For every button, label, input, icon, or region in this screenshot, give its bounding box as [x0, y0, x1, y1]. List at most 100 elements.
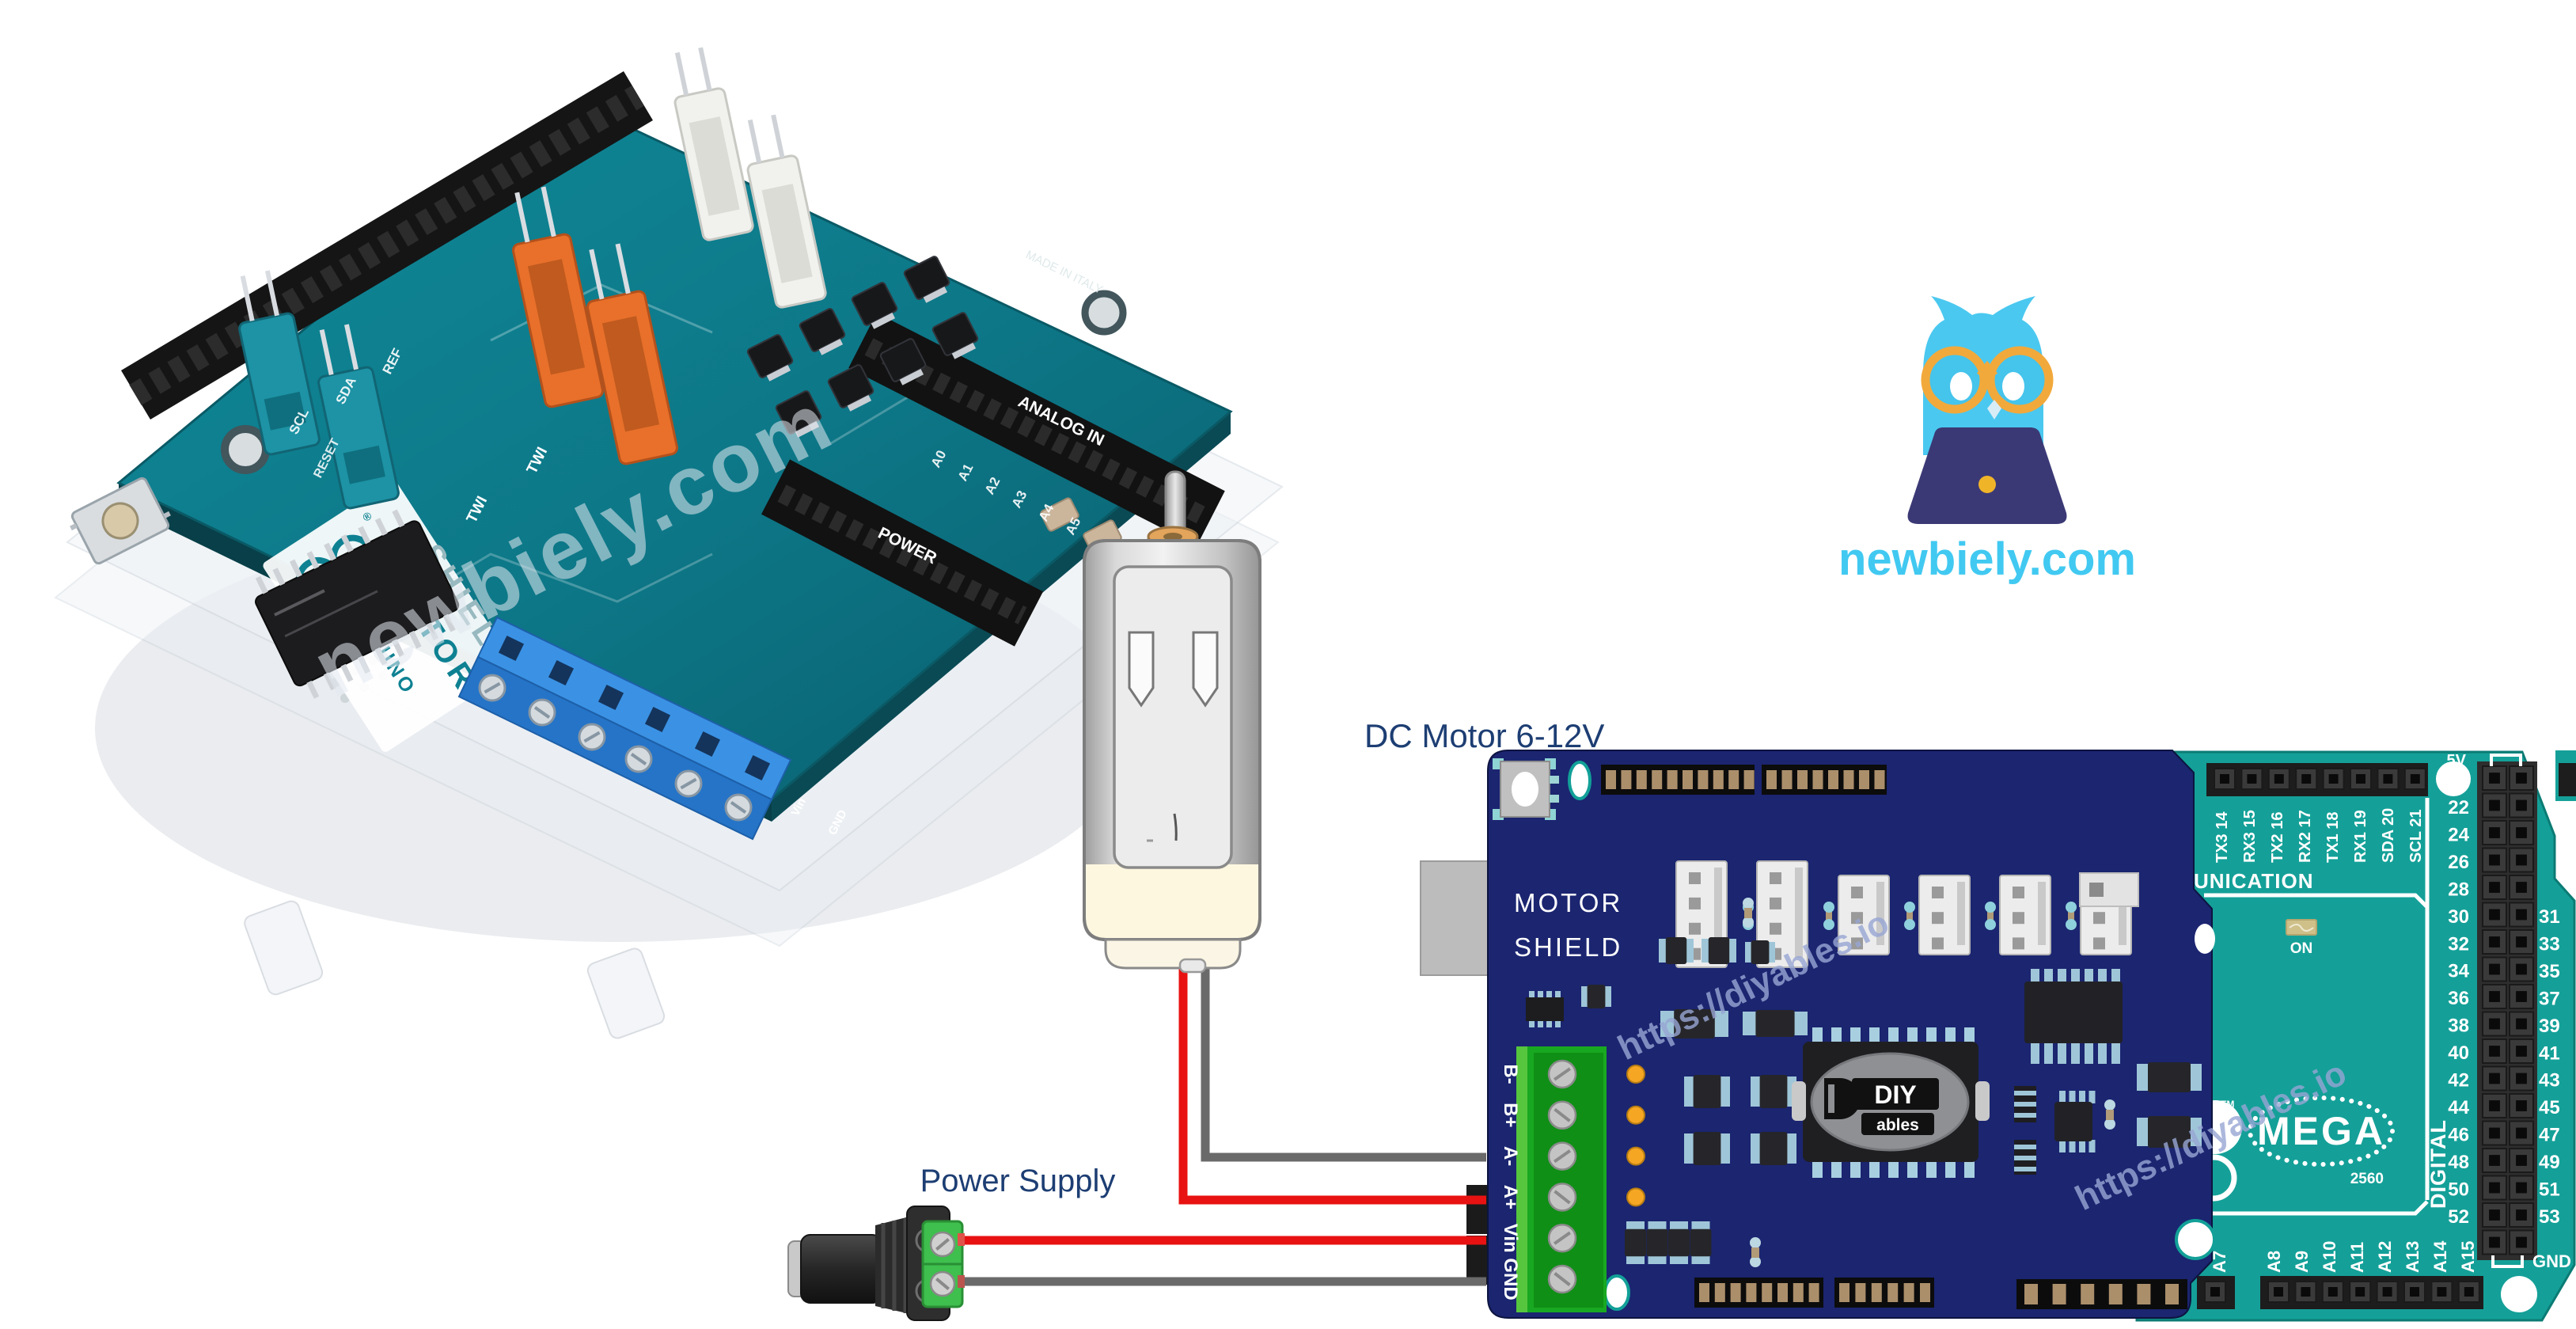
shield-channel-led	[1626, 1065, 1645, 1084]
mega-digital-pin-label: 38	[2448, 1016, 2469, 1037]
mega-digital-pin-label: 24	[2448, 824, 2469, 845]
mega-digital-pin-label: 44	[2448, 1097, 2469, 1118]
mega-analog-pin-label: A13	[2403, 1241, 2422, 1273]
mega-tm-text: TM	[2221, 1099, 2234, 1110]
mega-digital-pin-label: 50	[2448, 1179, 2469, 1200]
mega-digital-pin-label: 41	[2539, 1042, 2560, 1064]
mega-digital-label: DIGITAL	[2426, 1119, 2450, 1209]
mega-digital-pin-label: 33	[2539, 933, 2560, 955]
chip-sub-text: ables	[1876, 1116, 1919, 1134]
mega-analog-pin-label: A12	[2375, 1241, 2395, 1273]
silk-line	[2129, 1200, 2429, 1216]
photo-connector-teal	[317, 324, 400, 510]
photo-connector-white	[746, 114, 827, 309]
mounting-hole	[1081, 290, 1127, 336]
shield-bottom-header	[2016, 1279, 2187, 1309]
power-supply-label: Power Supply	[920, 1164, 1116, 1198]
silk-line	[2204, 893, 2429, 909]
usb-connector-tab	[1420, 860, 1493, 976]
mega-digital-pin-label: 53	[2539, 1206, 2560, 1228]
shield-smd-components	[1526, 898, 2202, 1267]
mega-on-label: ON	[2290, 940, 2313, 957]
mega-digital-pin-label: 47	[2539, 1125, 2560, 1146]
photo-connector-orange	[586, 243, 679, 465]
shield-channel-led	[1626, 1187, 1645, 1207]
usb-connector-top	[2079, 872, 2139, 907]
shield-terminal-label: A-	[1500, 1146, 1521, 1166]
mega-5v-bracket	[2490, 754, 2522, 766]
photo-reset-button	[70, 477, 171, 565]
mega-top-header-fragment	[2559, 763, 2576, 796]
shield-bottom-header	[1694, 1278, 1823, 1308]
mega-digital-pin-label: 40	[2448, 1042, 2469, 1064]
mega-analog-pin-label: A10	[2320, 1241, 2339, 1273]
shield-terminal-label: Vin	[1500, 1224, 1521, 1253]
terminal-screws	[1547, 1059, 1577, 1294]
supply-terminal-screws	[929, 1231, 956, 1297]
newbiely-logo: newbiely.com	[1838, 296, 2136, 585]
photo-blue-terminal	[457, 616, 792, 841]
mega-digital-pin-label: 49	[2539, 1152, 2560, 1173]
mega-digital-pin-label: 39	[2539, 1016, 2560, 1037]
mega-comm-pin-label: TX2 16	[2269, 812, 2286, 863]
owl-glasses-bridge	[1976, 360, 1998, 378]
mega-digital-pin-label: 34	[2448, 961, 2469, 982]
mega-analog-pin-label: A14	[2430, 1240, 2450, 1273]
photo-header-sockets	[864, 338, 1208, 525]
shield-channel-led	[1626, 1146, 1645, 1166]
mega-model-text: 2560	[2350, 1171, 2384, 1187]
acrylic-foot	[244, 900, 324, 996]
shield-header-pins	[1606, 770, 2179, 1304]
mounting-hole	[221, 425, 270, 474]
mega-digital-pin-label: 28	[2448, 879, 2469, 900]
shield-terminal-block	[1516, 1046, 1607, 1312]
photo-connector-teal	[238, 270, 321, 456]
usb-pin	[2089, 883, 2104, 897]
mega-analog-pin-label: A7	[2210, 1251, 2229, 1273]
motor-slot	[1128, 631, 1155, 708]
acrylic-foot	[586, 947, 666, 1039]
mega-digital-pin-label: 43	[2539, 1070, 2560, 1092]
mega-digital-pin-label: 26	[2448, 852, 2469, 873]
motor-nipple	[1178, 958, 1207, 974]
mega-digital-pin-label: 35	[2539, 961, 2560, 982]
shield-terminal-label: B+	[1500, 1103, 1521, 1127]
mega-digital-pin-label: 46	[2448, 1124, 2469, 1145]
mega-digital-pin-label: 36	[2448, 988, 2469, 1009]
mega-comm-pin-label: TX1 18	[2324, 812, 2342, 863]
wire-ferrule-a-plus	[1466, 1185, 1490, 1234]
shield-terminal-label: B-	[1500, 1064, 1521, 1084]
owl-eye-right	[2002, 372, 2024, 401]
mega-digital-pin-label: 52	[2448, 1206, 2469, 1228]
mega-comm-pin-label: RX2 17	[2297, 810, 2314, 863]
mega-comm-pin-label: TX3 14	[2214, 811, 2231, 863]
mega-digital-pin-label: 51	[2539, 1179, 2560, 1201]
chip-brand-text: DIY	[1874, 1080, 1916, 1109]
mega-digital-pin-label: 30	[2448, 906, 2469, 928]
motor-faceplate	[1113, 565, 1233, 869]
mega-comm-pin-label: RX3 15	[2241, 810, 2259, 863]
motor-wire-ground	[1201, 962, 1486, 1162]
shield-driver-chip: DIY ables	[1792, 1027, 1990, 1178]
shield-title-line1: MOTOR	[1514, 888, 1622, 917]
mega-analog-pin-label: A8	[2264, 1251, 2284, 1273]
photo-made-in-label: MADE IN ITALY	[1023, 248, 1105, 297]
owl-beak	[1987, 400, 2001, 420]
dc-motor	[1083, 470, 1261, 974]
mega-board: 5V GND UNICATION ON DIGITAL MEGA 2560 TM…	[2129, 750, 2576, 1322]
chip-logo-glyph	[1824, 1078, 1861, 1119]
wire-entry	[958, 1275, 965, 1288]
mounting-hole	[1603, 1274, 1630, 1311]
motor-wire-positive	[1178, 962, 1486, 1205]
terminal-highlight	[1516, 1046, 1527, 1312]
photo-header-sockets	[129, 85, 644, 405]
mega-pin-sockets	[2204, 765, 2534, 1303]
